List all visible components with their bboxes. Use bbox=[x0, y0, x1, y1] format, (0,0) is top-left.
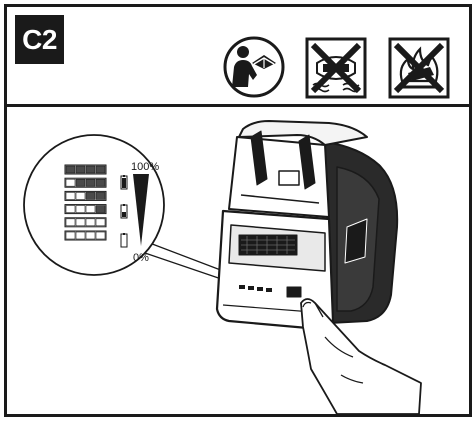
charge-level-row bbox=[65, 178, 106, 187]
no-water-icon bbox=[305, 37, 367, 99]
battery-pack bbox=[217, 121, 397, 329]
led-segment-off bbox=[96, 232, 105, 239]
led-segment-off bbox=[66, 192, 75, 199]
led-segment-off bbox=[86, 232, 95, 239]
label-0-percent: 0% bbox=[133, 252, 149, 264]
led-segment-off bbox=[66, 206, 75, 213]
led-segment-lit bbox=[86, 192, 95, 199]
header-bar: C2 bbox=[7, 7, 469, 107]
led-segment-lit bbox=[86, 166, 95, 173]
charge-level-row bbox=[65, 218, 106, 227]
led-segment-off bbox=[86, 206, 95, 213]
charge-level-row bbox=[65, 205, 106, 214]
led-segment-off bbox=[76, 206, 85, 213]
led-segment-lit bbox=[96, 179, 105, 186]
step-label: C2 bbox=[15, 15, 64, 64]
led-segment-lit bbox=[96, 166, 105, 173]
battery-half-icon bbox=[121, 204, 127, 218]
label-100-percent: 100% bbox=[131, 161, 159, 173]
led-segment-lit bbox=[66, 166, 75, 173]
led-segment-lit bbox=[86, 179, 95, 186]
led-segment-lit bbox=[96, 192, 105, 199]
led-segment-off bbox=[76, 192, 85, 199]
no-fire-icon bbox=[388, 37, 450, 99]
led-segment-off bbox=[86, 219, 95, 226]
led-segment-off bbox=[76, 219, 85, 226]
led-segment-lit bbox=[76, 179, 85, 186]
led-segment-off bbox=[96, 219, 105, 226]
battery-empty-icon bbox=[121, 233, 127, 247]
led-segment-off bbox=[76, 232, 85, 239]
led-segment-off bbox=[66, 219, 75, 226]
read-manual-icon bbox=[222, 35, 286, 99]
led-segment-lit bbox=[96, 206, 105, 213]
illustration-area: 100% 0% bbox=[7, 107, 469, 414]
charge-level-row bbox=[65, 191, 106, 200]
charge-level-row bbox=[65, 231, 106, 240]
charge-indicator-callout: 100% 0% bbox=[24, 135, 164, 275]
led-segment-off bbox=[66, 232, 75, 239]
instruction-panel: C2 bbox=[4, 4, 472, 417]
led-segment-lit bbox=[76, 166, 85, 173]
led-segment-off bbox=[66, 179, 75, 186]
battery-full-icon bbox=[121, 175, 127, 189]
charge-level-row bbox=[65, 165, 106, 174]
charge-check-button bbox=[287, 287, 301, 297]
battery-illustration: 100% 0% bbox=[7, 107, 469, 414]
